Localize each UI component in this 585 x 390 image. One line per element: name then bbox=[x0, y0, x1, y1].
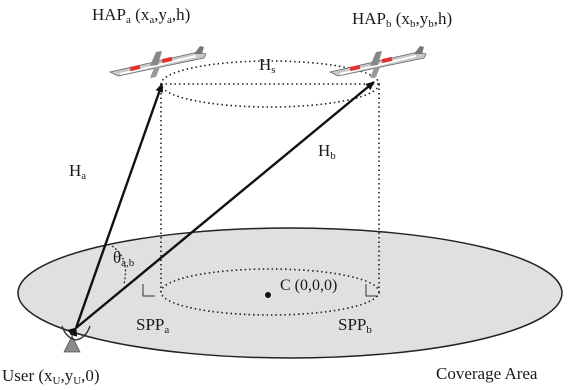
theta-label: θa,b bbox=[113, 248, 135, 269]
hs-label: Hs bbox=[259, 55, 276, 76]
ha-label: Ha bbox=[69, 161, 86, 182]
spp-a-label: SPPa bbox=[136, 315, 169, 336]
user-label: User (xU,yU,0) bbox=[2, 366, 100, 387]
hb-arrow bbox=[67, 81, 375, 337]
coverage-area-label: Coverage Area bbox=[436, 364, 538, 383]
aircraft-icon-a bbox=[108, 46, 207, 78]
center-point bbox=[265, 292, 271, 298]
hb-label: Hb bbox=[318, 141, 336, 162]
user-antenna-icon bbox=[61, 325, 91, 353]
spp-b-label: SPPb bbox=[338, 315, 372, 336]
center-label: C (0,0,0) bbox=[280, 277, 337, 294]
aircraft-icon-b bbox=[328, 46, 427, 78]
hap-a-label: HAPa (xa,ya,h) bbox=[92, 5, 190, 26]
hap-b-label: HAPb (xb,yb,h) bbox=[352, 9, 452, 30]
